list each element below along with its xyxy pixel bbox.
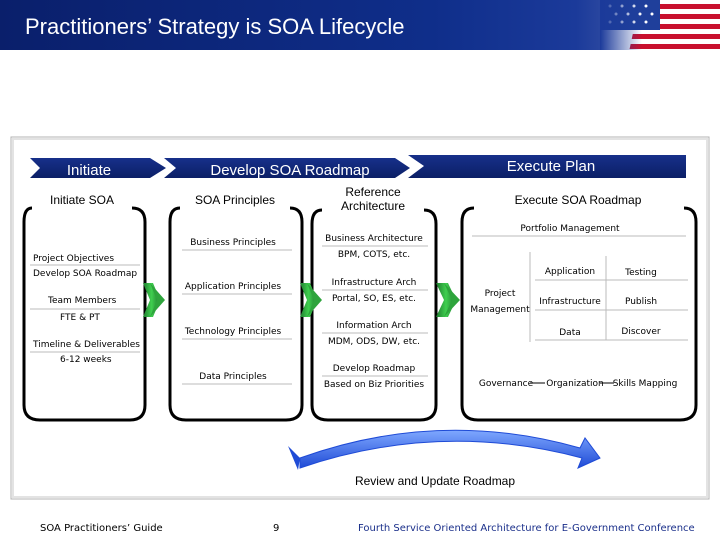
col3-item-top: Infrastructure Arch bbox=[332, 278, 417, 288]
col1-item: 6-12 weeks bbox=[60, 355, 112, 365]
project-management-label-line1: Project bbox=[485, 289, 516, 299]
project-management-label-line2: Management bbox=[470, 305, 530, 315]
phase-develop-label: Develop SOA Roadmap bbox=[210, 162, 369, 179]
portfolio-management-label: Portfolio Management bbox=[520, 224, 620, 234]
col2-item: Technology Principles bbox=[184, 327, 282, 337]
grid-cell: Publish bbox=[625, 297, 657, 307]
col3-title-line2: Architecture bbox=[341, 199, 405, 213]
col4-title: Execute SOA Roadmap bbox=[515, 193, 642, 207]
skills-mapping-label: Skills Mapping bbox=[613, 379, 678, 389]
phase-execute-label: Execute Plan bbox=[507, 158, 595, 175]
col2-items: Business Principles Application Principl… bbox=[182, 238, 292, 385]
col2-item: Data Principles bbox=[199, 372, 267, 382]
col1-item: FTE & PT bbox=[60, 313, 100, 323]
review-update-label: Review and Update Roadmap bbox=[355, 474, 515, 488]
col3-panel bbox=[310, 208, 438, 422]
col3-item-top: Business Architecture bbox=[325, 234, 423, 244]
grid-cell: Testing bbox=[624, 268, 657, 278]
grid-cell: Discover bbox=[621, 327, 660, 337]
diagram-frame bbox=[10, 136, 710, 500]
col3-item-bottom: Portal, SO, ES, etc. bbox=[332, 294, 416, 304]
us-flag-icon bbox=[600, 0, 720, 50]
col2-item: Business Principles bbox=[190, 238, 276, 248]
col2-title: SOA Principles bbox=[195, 193, 275, 207]
col1-items: Project Objectives Develop SOA Roadmap T… bbox=[30, 254, 140, 365]
phase-develop: Develop SOA Roadmap bbox=[164, 158, 410, 179]
phase-initiate-label: Initiate bbox=[67, 162, 111, 179]
phase-execute: Execute Plan bbox=[408, 155, 686, 178]
col1-item: Develop SOA Roadmap bbox=[33, 269, 137, 279]
grid-cell: Infrastructure bbox=[539, 297, 601, 307]
col3-item-bottom: Based on Biz Priorities bbox=[324, 380, 425, 390]
organization-label: Organization bbox=[546, 379, 604, 389]
footer-right: Fourth Service Oriented Architecture for… bbox=[358, 523, 695, 534]
page-number: 9 bbox=[273, 523, 280, 534]
col2-panel bbox=[168, 206, 304, 422]
col3-items: Business Architecture BPM, COTS, etc. In… bbox=[322, 234, 428, 390]
phase-initiate: Initiate bbox=[30, 158, 166, 179]
slide-title: Practitioners’ Strategy is SOA Lifecycle bbox=[25, 14, 405, 39]
col3-item-bottom: MDM, ODS, DW, etc. bbox=[328, 337, 420, 347]
col4-panel bbox=[460, 206, 698, 422]
col1-item: Project Objectives bbox=[33, 254, 114, 264]
col1-item: Timeline & Deliverables bbox=[32, 340, 140, 350]
governance-label: Governance bbox=[479, 379, 534, 389]
col3-title-line1: Reference bbox=[345, 185, 401, 199]
col1-panel bbox=[22, 206, 147, 422]
col2-item: Application Principles bbox=[185, 282, 282, 292]
col1-title: Initiate SOA bbox=[50, 193, 114, 207]
review-cycle-arrow bbox=[288, 429, 601, 470]
col1-item: Team Members bbox=[47, 296, 117, 306]
col3-item-top: Develop Roadmap bbox=[333, 364, 416, 374]
grid-cell: Data bbox=[559, 328, 581, 338]
col3-item-bottom: BPM, COTS, etc. bbox=[338, 250, 410, 260]
col4-items: Portfolio Management Project Management … bbox=[470, 224, 688, 389]
col3-item-top: Information Arch bbox=[336, 321, 411, 331]
grid-cell: Application bbox=[545, 267, 595, 277]
slide-header: Practitioners’ Strategy is SOA Lifecycle bbox=[0, 0, 720, 50]
footer-left: SOA Practitioners’ Guide bbox=[40, 523, 163, 534]
